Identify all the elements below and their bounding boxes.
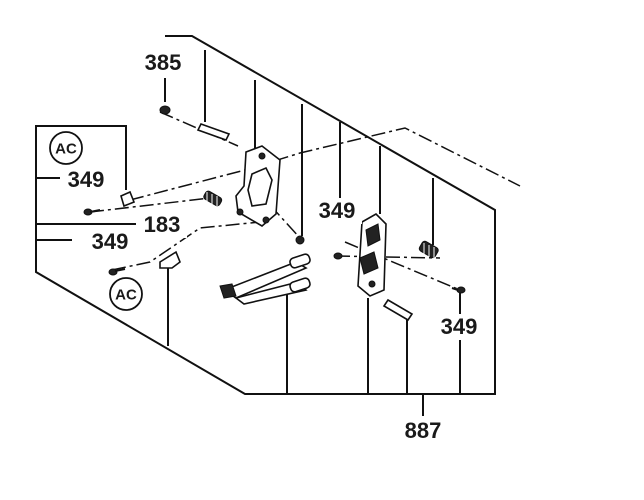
screw-part xyxy=(83,208,101,216)
ac-badge-lower: AC xyxy=(109,277,143,311)
ac-badge-upper: AC xyxy=(49,131,83,165)
bracket-opening xyxy=(247,166,273,207)
clip-part xyxy=(120,190,136,208)
pin-part xyxy=(196,123,231,141)
label-349-right: 349 xyxy=(441,314,478,339)
nut-part xyxy=(159,105,171,115)
label-349-lower: 349 xyxy=(92,229,129,254)
spring-part xyxy=(203,190,223,207)
part-labels: 385 349 183 349 349 349 887 xyxy=(60,50,485,444)
screw-part-lower xyxy=(108,268,126,276)
pin-part-lower xyxy=(382,298,414,322)
label-887: 887 xyxy=(405,418,442,443)
cable-arms-part xyxy=(219,253,311,305)
svg-text:AC: AC xyxy=(115,287,137,304)
screw-part-right xyxy=(451,286,466,294)
label-183: 183 xyxy=(144,212,181,237)
svg-text:AC: AC xyxy=(55,141,77,158)
leader-frame xyxy=(35,35,496,416)
lever-part xyxy=(159,250,181,269)
spring-part-right xyxy=(418,240,439,259)
parts xyxy=(83,105,466,322)
label-349-upper: 349 xyxy=(68,167,105,192)
label-349-middle: 349 xyxy=(319,198,356,223)
label-385: 385 xyxy=(145,50,182,75)
